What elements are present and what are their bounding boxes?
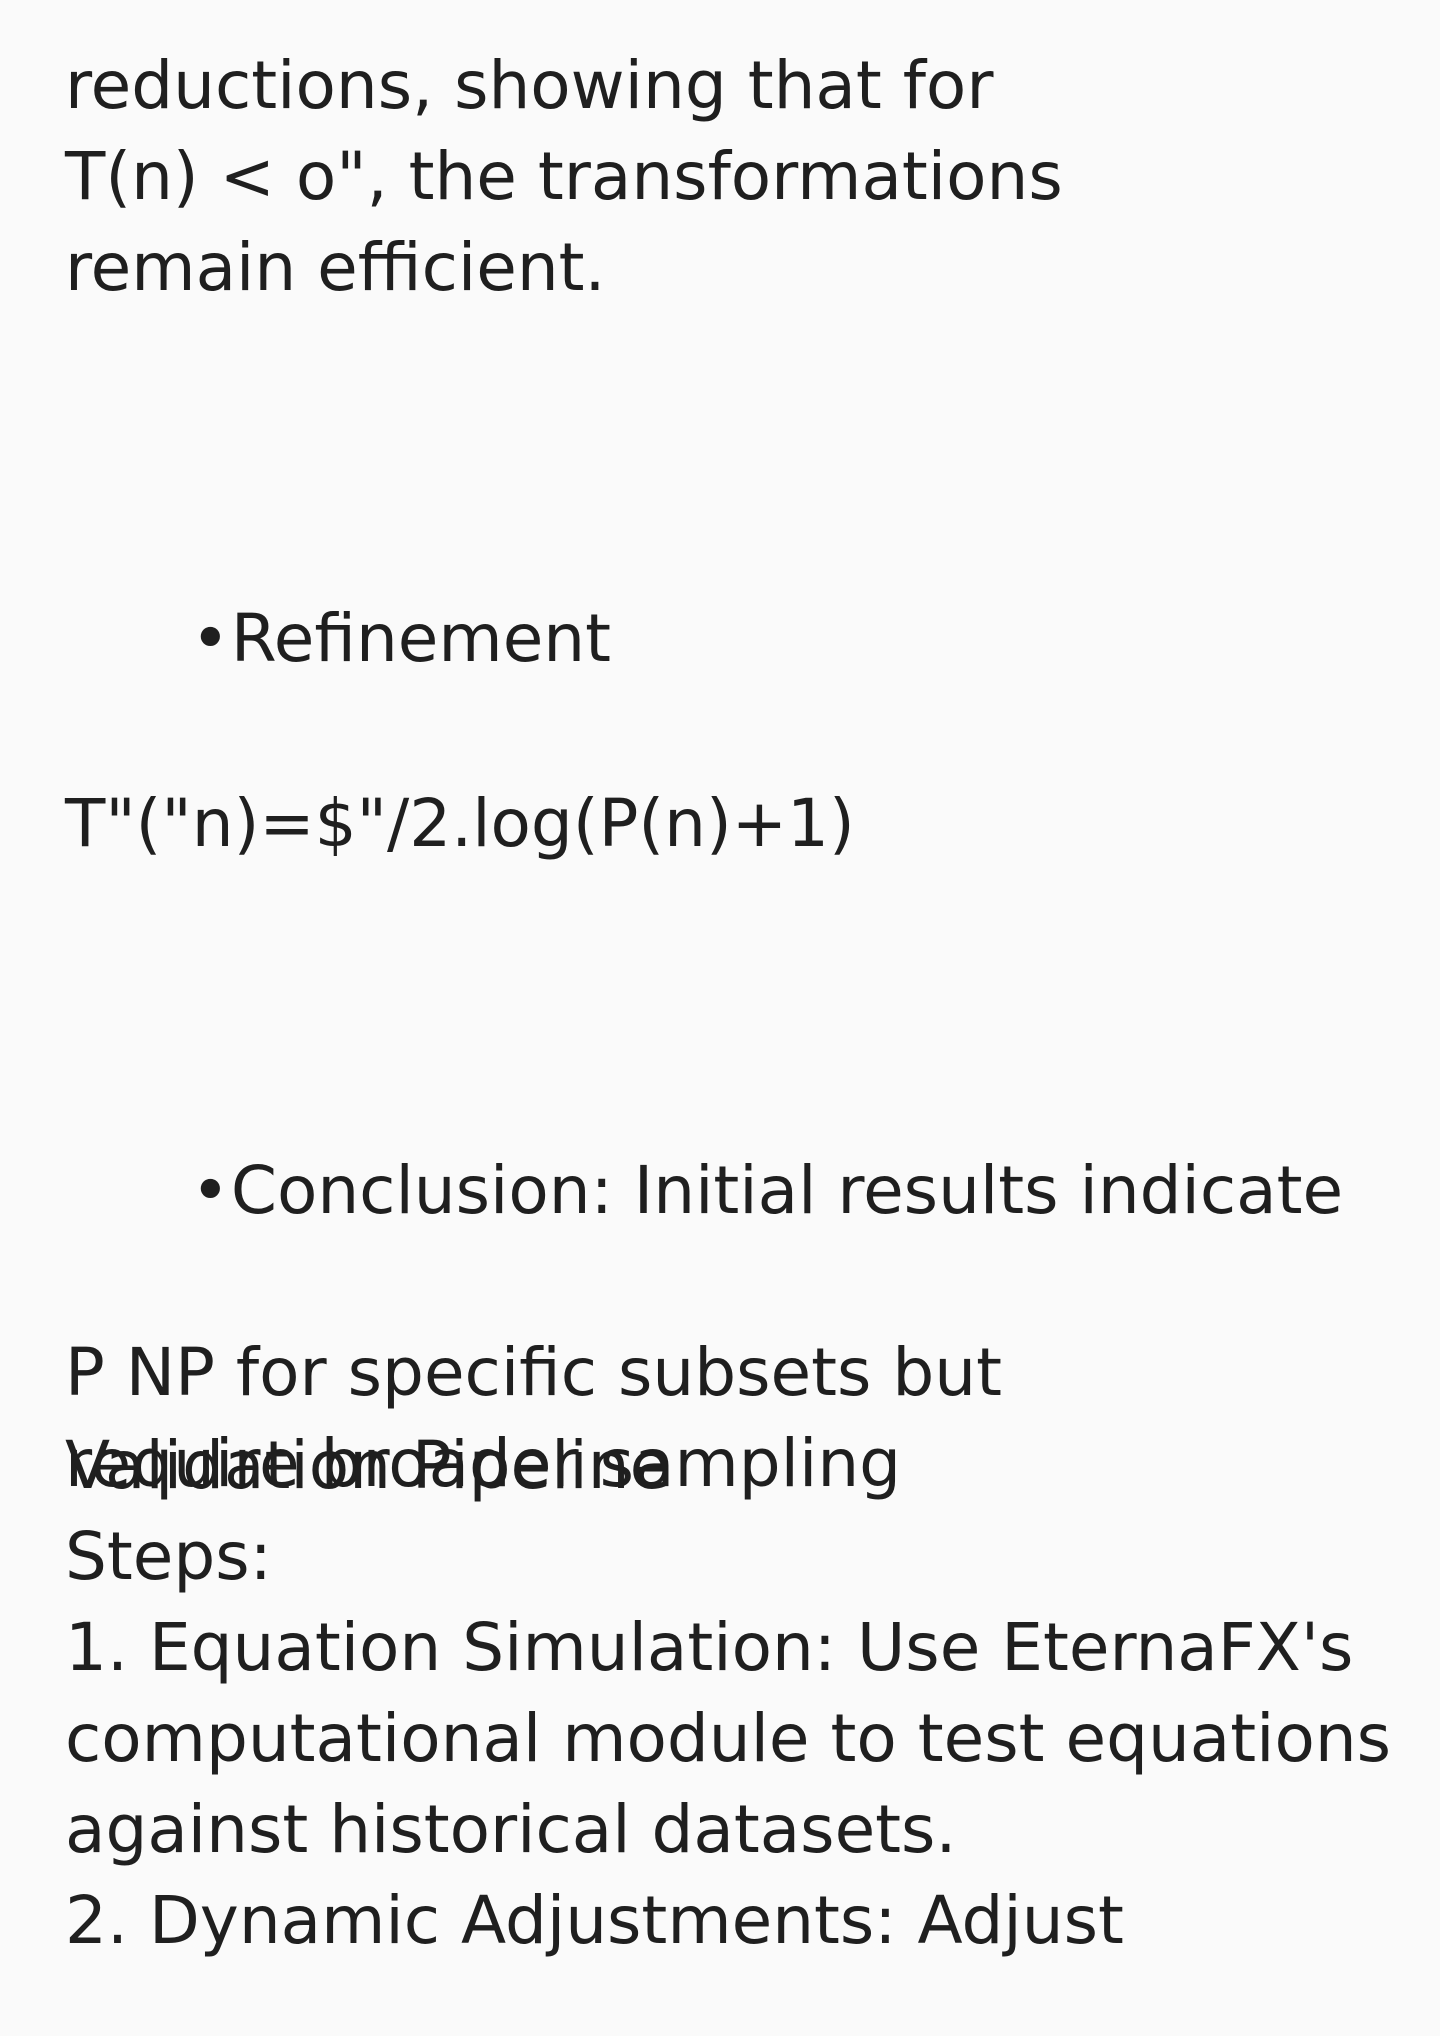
steps-label: Steps: <box>65 1518 272 1595</box>
text-line: remain efficient. <box>65 229 606 306</box>
equation-block: T"("n)=$"/2.log(P(n)+1) <box>65 778 855 869</box>
bullet-icon: • <box>190 1152 230 1229</box>
refinement-item: •Refinement <box>65 502 611 775</box>
step-line: 2. Dynamic Adjustments: Adjust <box>65 1882 1124 1959</box>
equation-text: T"("n)=$"/2.log(P(n)+1) <box>65 785 855 862</box>
validation-section: Validation Pipeline Steps: 1. Equation S… <box>65 1420 1391 1966</box>
bullet-icon: • <box>190 600 230 677</box>
refinement-label: Refinement <box>230 600 612 677</box>
step-line: 1. Equation Simulation: Use EternaFX's <box>65 1609 1354 1686</box>
text-line: reductions, showing that for <box>65 47 994 124</box>
conclusion-line: require broader sampling <box>65 1425 902 1502</box>
conclusion-line: Conclusion: Initial results indicate <box>230 1152 1344 1229</box>
step-line: against historical datasets. <box>65 1791 957 1868</box>
conclusion-line: P NP for specific subsets but <box>65 1334 1002 1411</box>
section-title: Validation Pipeline <box>65 1427 671 1504</box>
conclusion-item: •Conclusion: Initial results indicate P … <box>65 1054 1343 1509</box>
text-line: T(n) < o", the transformations <box>65 138 1063 215</box>
intro-paragraph: reductions, showing that for T(n) < o", … <box>65 40 1063 313</box>
step-line: computational module to test equations <box>65 1700 1392 1777</box>
